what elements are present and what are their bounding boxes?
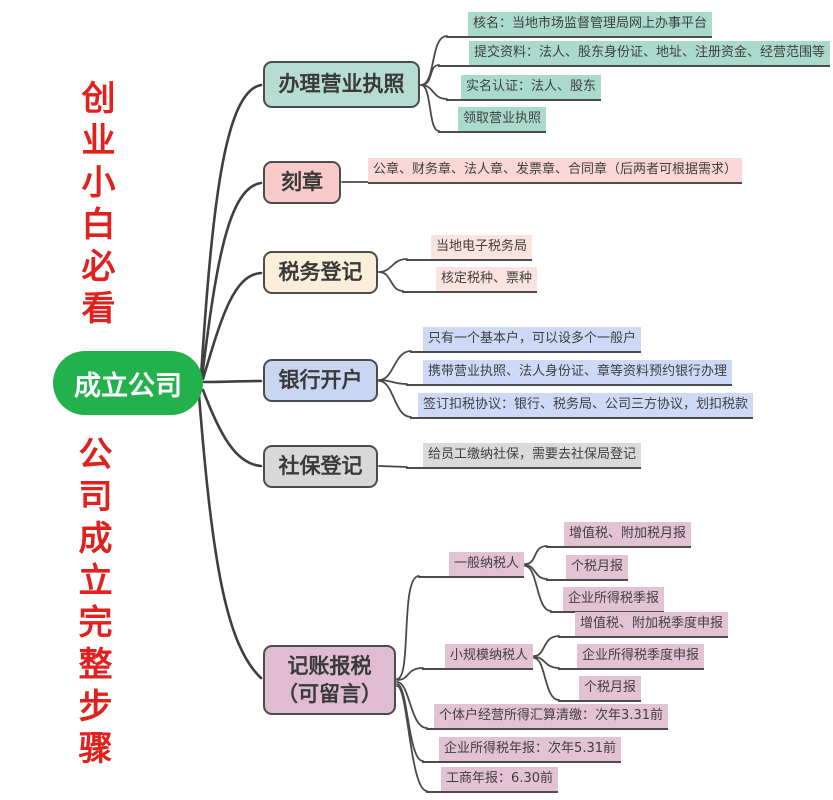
branch-sublabel: （可留言）: [277, 682, 382, 706]
branch-node-bookkeeping[interactable]: 记账报税 （可留言）: [263, 645, 396, 715]
leaf-label: 工商年报：6.30前: [441, 767, 558, 791]
root-node-label: 成立公司: [74, 370, 182, 402]
leaf-label: 核定税种、票种: [435, 267, 537, 291]
branch-node-seal-carving[interactable]: 刻章: [263, 161, 341, 204]
branch-node-bank-account[interactable]: 银行开户: [263, 359, 378, 402]
leaf-label: 给员工缴纳社保，需要去社保局登记: [422, 443, 641, 467]
branch-label: 社保登记: [278, 454, 363, 479]
leaf-sole-proprietor-settlement[interactable]: 个体户经营所得汇算清缴：次年3.31前: [426, 704, 668, 730]
branch-node-business-license[interactable]: 办理营业执照: [263, 61, 420, 108]
leaf-label: 企业所得税季报: [562, 587, 664, 611]
node-general-taxpayer[interactable]: 一般纳税人: [418, 552, 524, 578]
leaf-label: 领取营业执照: [457, 107, 546, 131]
leaf-label: 只有一个基本户，可以设多个一般户: [422, 327, 641, 351]
branch-label: 税务登记: [278, 260, 363, 285]
leaf-social-security-register[interactable]: 给员工缴纳社保，需要去社保局登记: [406, 443, 641, 469]
leaf-real-name-auth[interactable]: 实名认证：法人、股东: [446, 75, 601, 101]
leaf-label: 当地电子税务局: [430, 235, 532, 259]
leaf-label: 核名：当地市场监督管理局网上办事平台: [467, 12, 712, 36]
leaf-seal-types[interactable]: 公章、财务章、法人章、发票章、合同章（后两者可根据需求）: [367, 158, 742, 184]
leaf-corporate-tax-quarterly-filing[interactable]: 企业所得税季度申报: [558, 644, 704, 670]
leaf-label: 个税月报: [578, 676, 641, 700]
leaf-label: 增值税、附加税月报: [563, 522, 691, 546]
branch-label: 办理营业执照: [278, 72, 405, 97]
vertical-title-bottom: 公司成立完整步骤: [72, 436, 112, 772]
leaf-label: 个体户经营所得汇算清缴：次年3.31前: [434, 704, 668, 728]
leaf-label: 增值税、附加税季度申报: [574, 612, 728, 636]
leaf-tax-deduction-agreement[interactable]: 签订扣税协议：银行、税务局、公司三方协议，划扣税款: [410, 393, 753, 419]
leaf-label: 提交资料：法人、股东身份证、地址、注册资金、经营范围等: [468, 41, 830, 65]
branch-node-tax-registration[interactable]: 税务登记: [263, 251, 378, 294]
leaf-industry-commerce-annual[interactable]: 工商年报：6.30前: [426, 767, 558, 793]
leaf-personal-tax-monthly-2[interactable]: 个税月报: [558, 676, 641, 702]
leaf-collect-license[interactable]: 领取营业执照: [438, 107, 546, 133]
leaf-submit-materials[interactable]: 提交资料：法人、股东身份证、地址、注册资金、经营范围等: [438, 41, 830, 67]
leaf-name-check[interactable]: 核名：当地市场监督管理局网上办事平台: [446, 12, 712, 38]
leaf-vat-monthly[interactable]: 增值税、附加税月报: [546, 522, 691, 548]
leaf-corporate-tax-annual[interactable]: 企业所得税年报：次年5.31前: [422, 737, 621, 763]
leaf-verify-tax-types[interactable]: 核定税种、票种: [402, 267, 537, 293]
leaf-label: 企业所得税季度申报: [576, 644, 704, 668]
leaf-label: 企业所得税年报：次年5.31前: [439, 737, 621, 761]
leaf-label: 小规模纳税人: [444, 644, 533, 668]
leaf-label: 个税月报: [565, 555, 628, 579]
vertical-title-top: 创业小白必看: [75, 80, 115, 332]
leaf-label: 公章、财务章、法人章、发票章、合同章（后两者可根据需求）: [367, 158, 742, 182]
leaf-label: 一般纳税人: [448, 552, 524, 576]
branch-node-social-security[interactable]: 社保登记: [263, 445, 378, 488]
leaf-e-tax-bureau[interactable]: 当地电子税务局: [406, 235, 532, 261]
leaf-vat-quarterly[interactable]: 增值税、附加税季度申报: [558, 612, 728, 638]
leaf-label: 签订扣税协议：银行、税务局、公司三方协议，划扣税款: [417, 393, 753, 417]
root-node[interactable]: 成立公司: [53, 351, 203, 415]
leaf-label: 携带营业执照、法人身份证、章等资料预约银行办理: [422, 360, 732, 384]
leaf-corporate-tax-quarterly[interactable]: 企业所得税季报: [550, 587, 664, 613]
leaf-bank-appointment[interactable]: 携带营业执照、法人身份证、章等资料预约银行办理: [406, 360, 732, 386]
leaf-basic-account[interactable]: 只有一个基本户，可以设多个一般户: [410, 327, 641, 353]
leaf-personal-tax-monthly[interactable]: 个税月报: [546, 555, 628, 581]
branch-label: 刻章: [281, 170, 323, 195]
branch-label: 记账报税: [287, 653, 372, 678]
leaf-label: 实名认证：法人、股东: [460, 75, 601, 99]
branch-label: 银行开户: [278, 368, 363, 393]
node-small-scale-taxpayer[interactable]: 小规模纳税人: [422, 644, 533, 670]
